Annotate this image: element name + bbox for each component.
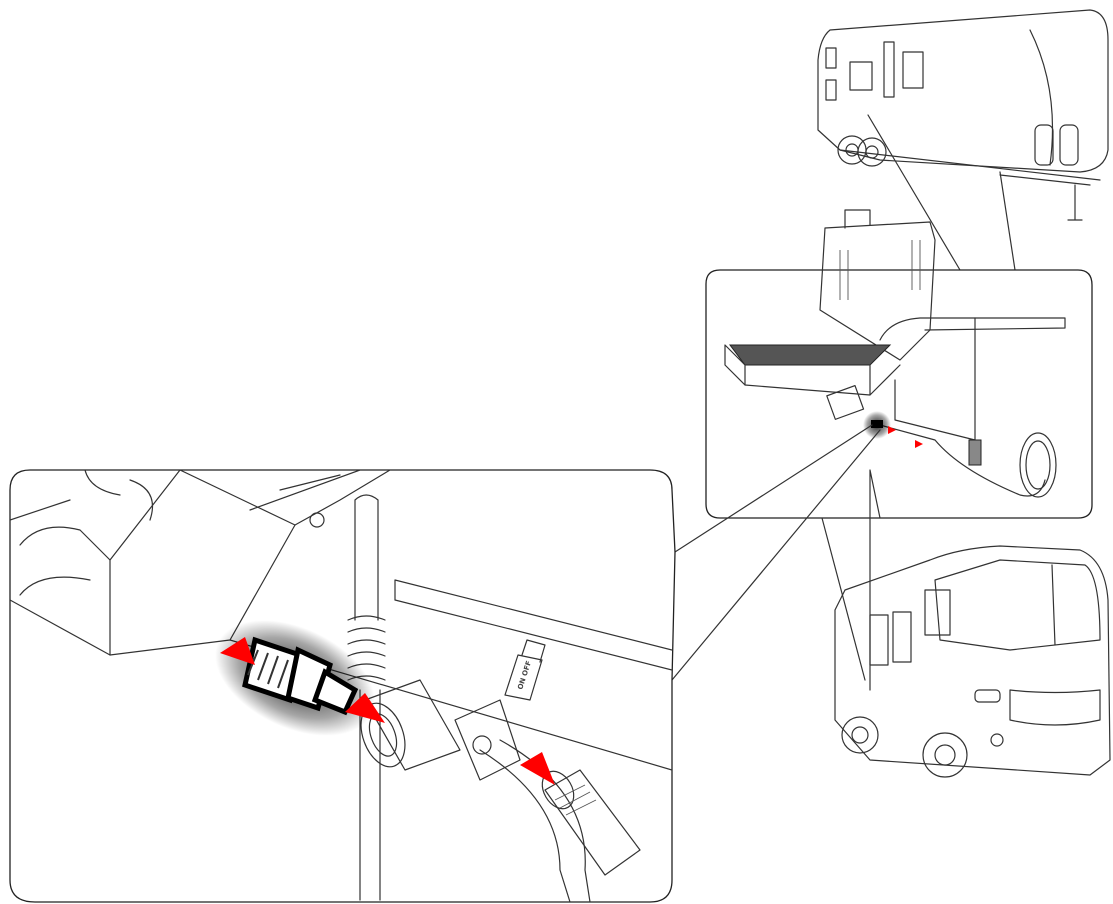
grill-callout-box: [705, 209, 1093, 519]
portable-grill-illustration: [724, 209, 1066, 498]
leader-line-detail: [671, 424, 881, 681]
leader-line-motorhome-2: [821, 517, 866, 681]
motorhome-illustration: [834, 545, 1111, 778]
fitting-detail-callout: ON OFF: [9, 469, 676, 903]
spring: [347, 615, 386, 681]
arrow-valve-to-hose: [520, 752, 555, 785]
quick-connect-fitting: [242, 636, 359, 716]
arrow-grill-to-fitting: [220, 637, 255, 665]
travel-trailer-illustration: [817, 9, 1109, 271]
arrow-fitting-to-coupler: [345, 693, 385, 723]
